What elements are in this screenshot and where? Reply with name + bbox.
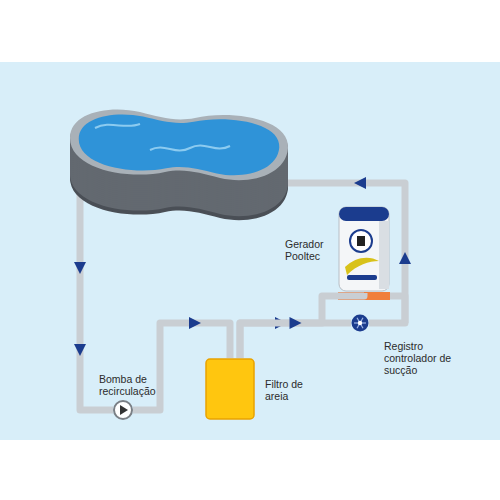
valve-wheel	[352, 315, 369, 332]
filter-node: Filtro de areia	[205, 358, 255, 420]
generator-swoosh	[345, 258, 379, 275]
part-label: Gerador Pooltec	[285, 238, 333, 262]
part-label: Filtro de areia	[265, 378, 325, 402]
generator-cap	[339, 207, 389, 221]
pump-shape	[113, 400, 133, 420]
pipe-connector-group	[240, 317, 351, 358]
pool-rim	[70, 109, 288, 180]
flow-arrowhead	[189, 317, 201, 329]
generator-display	[357, 236, 365, 246]
generator-dial	[350, 230, 372, 252]
valve-shape	[351, 314, 369, 332]
generator-node: Gerador Pooltec	[335, 205, 393, 293]
return-pipe	[284, 183, 405, 323]
pump-body	[114, 401, 132, 419]
generator-return-pipe	[364, 296, 405, 323]
valve-node: Registro controlador de sucção	[351, 314, 369, 332]
pipe-connector	[240, 293, 364, 358]
part-label: Bomba de recirculação	[99, 373, 189, 397]
water-wave	[95, 124, 140, 128]
pool	[70, 109, 288, 220]
flow-arrow	[74, 344, 86, 356]
pipe-connector-group	[240, 293, 364, 358]
part-label: Registro controlador de sucção	[384, 340, 464, 376]
flow-arrow	[74, 262, 86, 274]
generator-logo-bar	[347, 275, 377, 280]
pipe-connector	[240, 323, 351, 358]
flow-arrow	[399, 252, 411, 264]
flow-arrowhead	[290, 317, 302, 329]
water-wave	[150, 145, 230, 150]
pool-water	[79, 114, 280, 175]
background-panel	[0, 62, 500, 440]
generator-body	[339, 207, 389, 291]
pump-symbol	[120, 405, 128, 415]
generator-side	[379, 221, 389, 289]
filter-body	[206, 359, 254, 419]
flow-arrow	[354, 177, 366, 189]
pump-node: Bomba de recirculação	[113, 400, 133, 420]
filter-shape	[205, 358, 255, 420]
generator-shape	[335, 205, 393, 293]
valve-hub	[358, 321, 362, 325]
